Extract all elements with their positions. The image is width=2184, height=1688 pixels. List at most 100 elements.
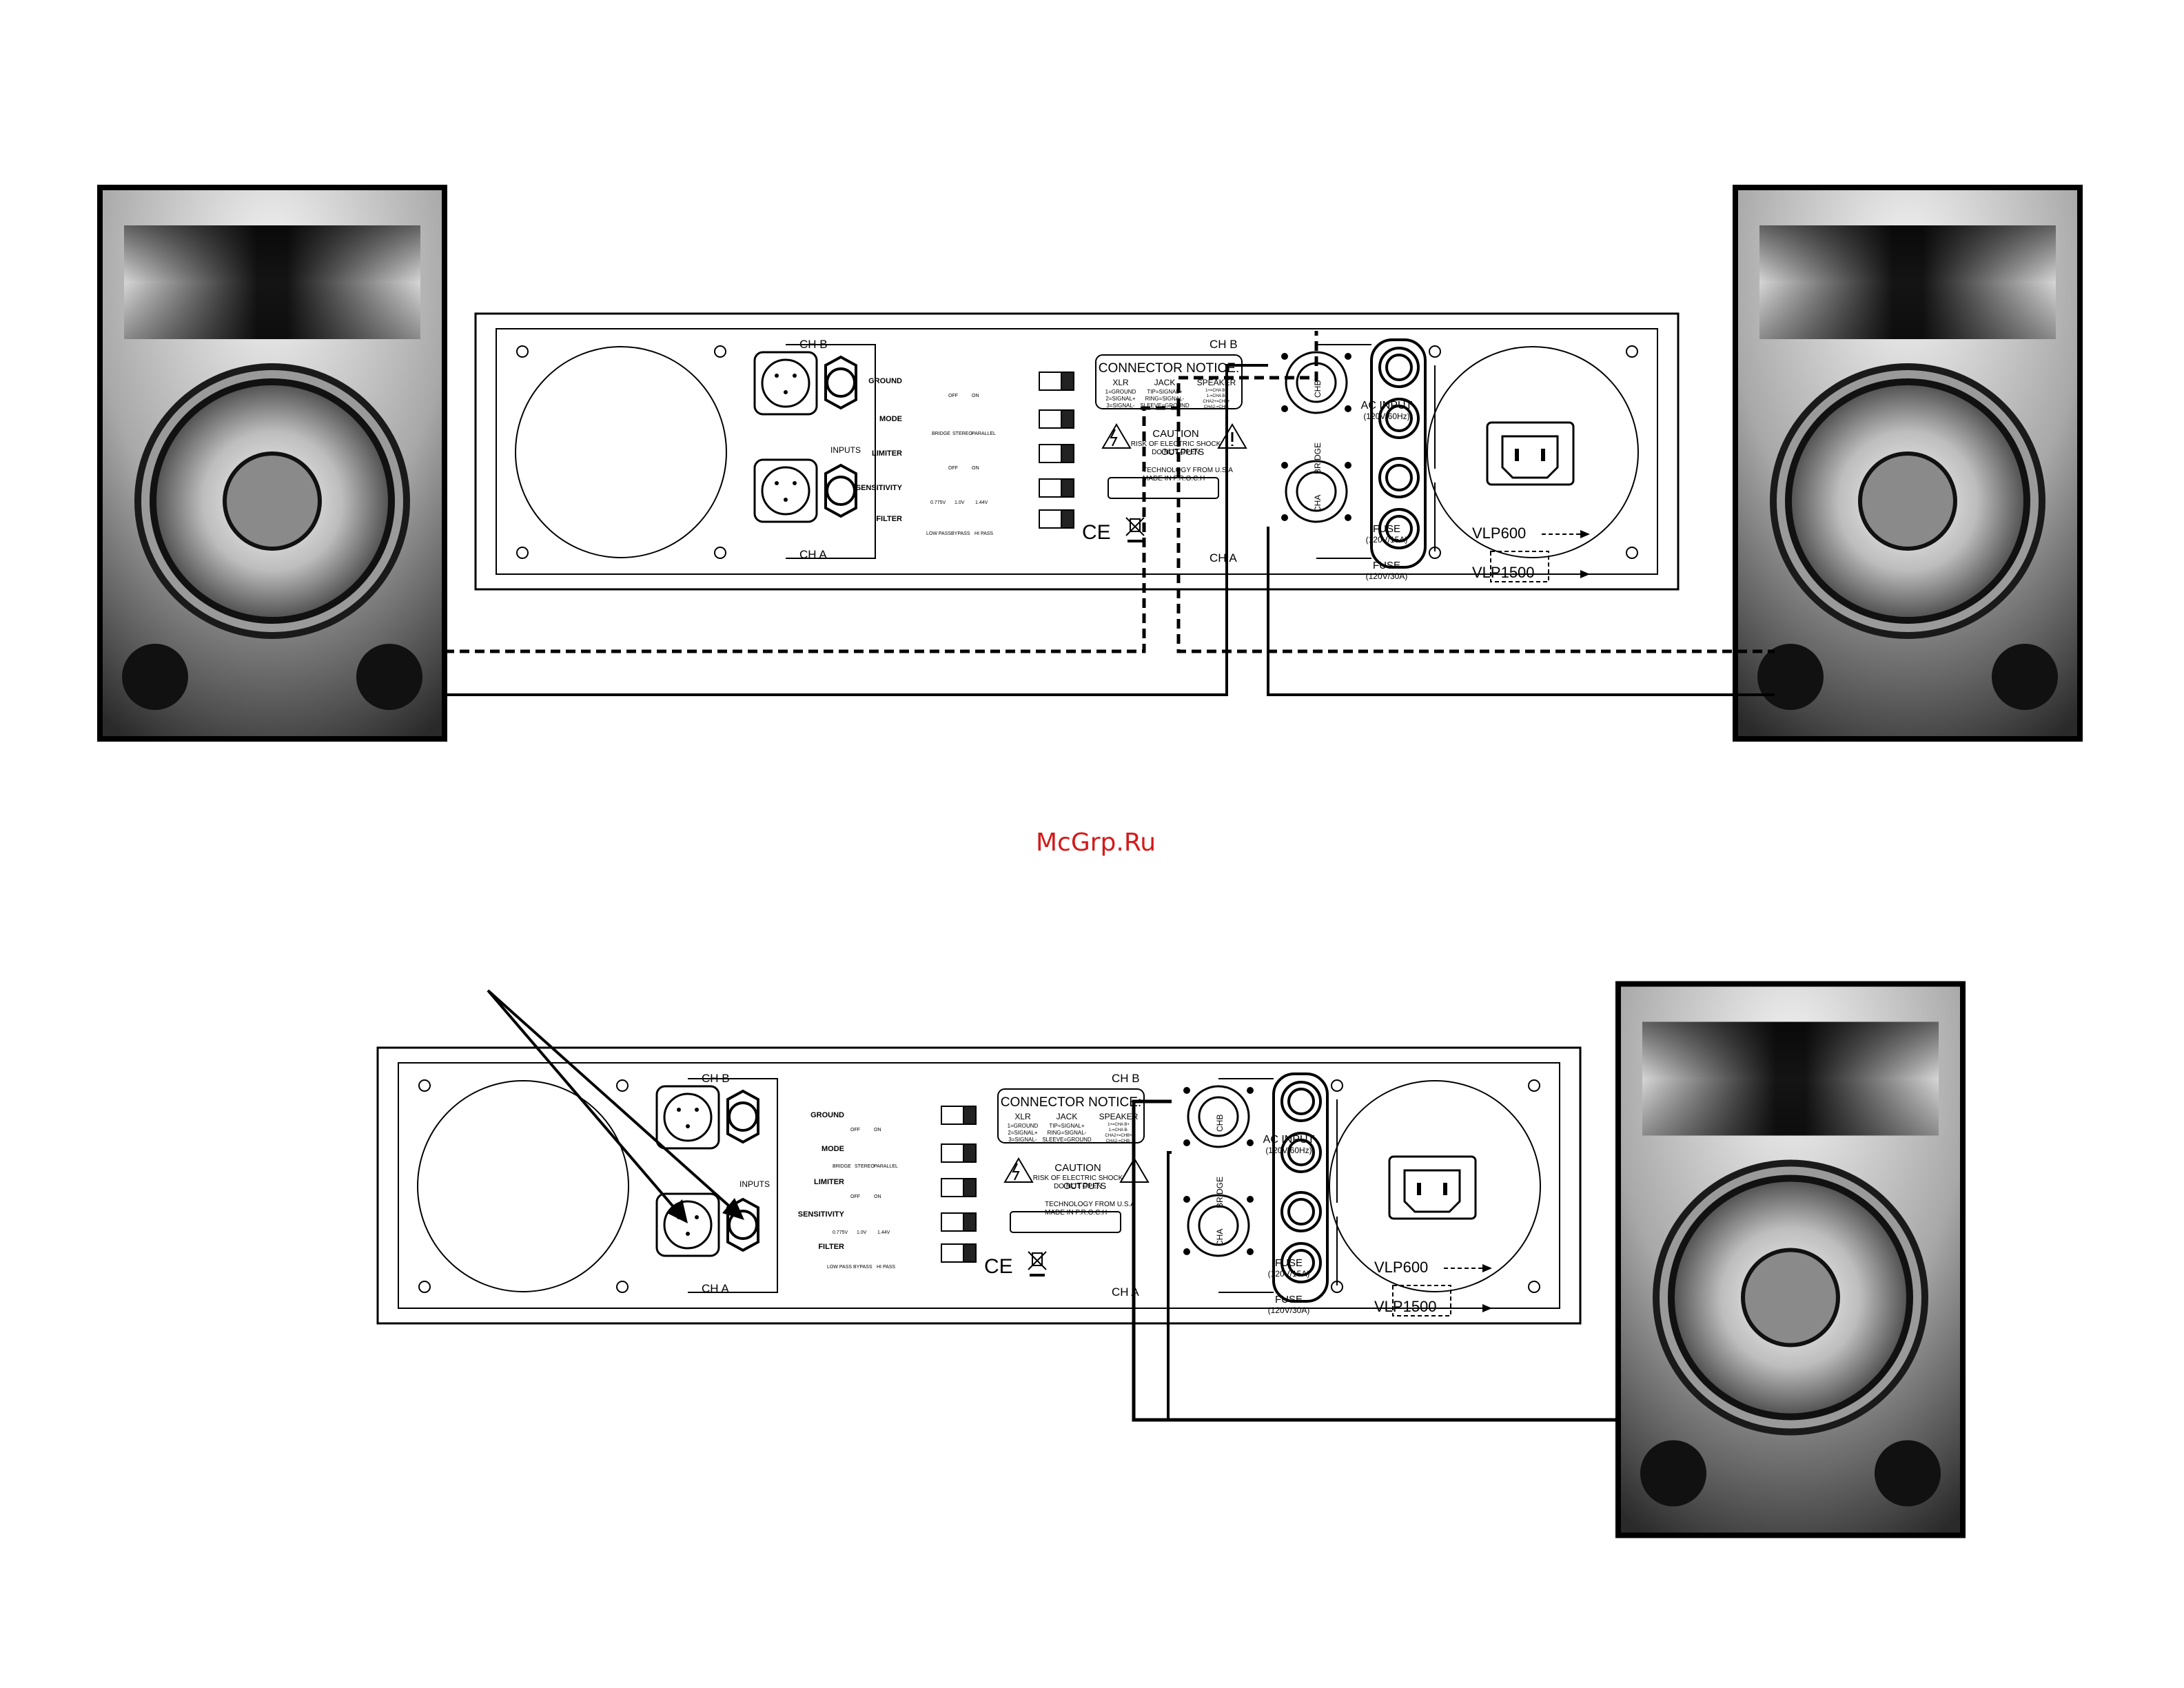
fuse-30a-label-2: FUSE: [1275, 1294, 1303, 1305]
ac-input-rating-2: (120V/60Hz): [1265, 1146, 1312, 1155]
caution-title-2: CAUTION: [1054, 1162, 1101, 1174]
switch-filter-label: FILTER: [876, 515, 902, 523]
switch-mode-opt-parallel: PARALLEL: [972, 431, 996, 436]
notice-col-jack: JACK: [1154, 378, 1176, 387]
notice-jack-3: SLEEVE=GROUND: [1140, 403, 1190, 409]
fuse-15a-label-2: FUSE: [1275, 1257, 1303, 1269]
ch-b-input-label-2: CH B: [702, 1072, 730, 1085]
notice-spk-3: CHA2+=CHB+: [1203, 400, 1230, 404]
dashed-cable-right-speaker: [1176, 407, 1775, 653]
bridge-cable-minus: [1167, 1151, 1172, 1420]
fuse-30a-rating-2: (120V/30A): [1268, 1305, 1310, 1315]
binding-chb-label: CHB: [1313, 380, 1323, 398]
switch-limiter-label-2: LIMITER: [814, 1178, 844, 1186]
switch-filter-opt-3-2: HI PASS: [877, 1265, 895, 1270]
caution-line2: DO NOT OPEN: [1152, 449, 1200, 456]
outputs-label: OUTPUTS: [1161, 447, 1204, 457]
switch-mode-opt-bridge-2: BRIDGE: [833, 1164, 851, 1169]
switch-limiter-label: LIMITER: [872, 449, 902, 458]
notice-spk-4-2: CHA2-=CHB-: [1106, 1139, 1131, 1143]
caution-line2-2: DO NOT OPEN: [1054, 1183, 1102, 1190]
switch-filter-opt-3: HI PASS: [974, 531, 993, 536]
ce-mark: CE: [1082, 521, 1111, 544]
notice-xlr-3-2: 3=SIGNAL-: [1008, 1137, 1037, 1143]
fuse-30a-label: FUSE: [1373, 560, 1400, 571]
switch-ground-opt-on: ON: [972, 394, 979, 398]
binding-bridge-label-2: BRIDGE: [1215, 1177, 1225, 1208]
notice-jack-1-2: TIP=SIGNAL+: [1049, 1123, 1084, 1129]
ac-input-title-2: AC INPUT: [1263, 1134, 1315, 1146]
ch-a-input-label-2: CH A: [702, 1282, 729, 1295]
switch-mode-label: MODE: [879, 415, 902, 423]
switch-filter-label-2: FILTER: [818, 1243, 844, 1251]
ch-b-output-label-2: CH B: [1112, 1072, 1140, 1085]
solid-cable-left-speaker: [445, 364, 1268, 696]
bridge-cable-plus: [1132, 1099, 1620, 1422]
switch-sens-opt-3: 1.44V: [975, 500, 988, 505]
switch-mode-label-2: MODE: [821, 1145, 844, 1153]
notice-spk-4: CHA2-=CHB-: [1204, 405, 1229, 409]
notice-xlr-3: 3=SIGNAL-: [1106, 403, 1134, 409]
switch-filter-opt-1-2: LOW PASS: [827, 1265, 852, 1270]
wiring-bottom: [1132, 1099, 1620, 1422]
switch-filter-opt-1: LOW PASS: [926, 531, 951, 536]
switch-mode-opt-stereo: STEREO: [952, 431, 972, 436]
connector-notice-title: CONNECTOR NOTICE:: [1099, 361, 1239, 376]
fuse-15a-label: FUSE: [1373, 523, 1400, 535]
caution-line1-2: RISK OF ELECTRIC SHOCK: [1033, 1175, 1123, 1182]
switch-limiter-opt-off: OFF: [948, 466, 958, 471]
switch-ground-label: GROUND: [868, 377, 902, 385]
amplifier-rear-panel-bottom: [376, 1046, 1582, 1325]
switch-sens-opt-3-2: 1.44V: [877, 1230, 890, 1235]
speaker-left: [100, 187, 445, 739]
binding-cha-label: CHA: [1313, 495, 1323, 512]
technology-line: TECHNOLOGY FROM U.S.A: [1143, 467, 1233, 474]
notice-col-jack-2: JACK: [1057, 1112, 1078, 1121]
wiring-top: [445, 331, 1775, 696]
notice-xlr-2: 2=SIGNAL+: [1105, 396, 1135, 402]
notice-jack-2-2: RING=SIGNAL-: [1048, 1130, 1087, 1136]
switch-ground-label-2: GROUND: [810, 1111, 844, 1119]
notice-col-xlr-2: XLR: [1014, 1112, 1031, 1121]
input-pointer-arrows: [487, 989, 735, 1214]
switch-mode-opt-parallel-2: PARALLEL: [874, 1164, 898, 1169]
caution-line1: RISK OF ELECTRIC SHOCK: [1131, 440, 1221, 448]
vlp1500-label-2: VLP1500: [1374, 1298, 1437, 1315]
arrow-to-xlr-input: [487, 989, 680, 1214]
notice-spk-2: 1-=CHA B-: [1207, 394, 1227, 398]
inputs-label: INPUTS: [830, 445, 861, 455]
switch-limiter-opt-off-2: OFF: [850, 1194, 860, 1199]
switch-filter-opt-2: BYPASS: [951, 531, 970, 536]
ac-input-title: AC INPUT: [1361, 400, 1413, 411]
switch-sens-opt-1-2: 0.775V: [833, 1230, 848, 1235]
fuse-30a-rating: (120V/30A): [1366, 571, 1408, 581]
switch-limiter-opt-on-2: ON: [874, 1194, 881, 1199]
amp-labels-top: CH B CH A INPUTS GROUND MODE LIMITER SEN…: [799, 338, 1535, 581]
switch-mode-opt-stereo-2: STEREO: [855, 1164, 875, 1169]
outputs-label-2: OUTPUTS: [1063, 1181, 1106, 1191]
arrowhead-xlr-icon: [667, 1199, 688, 1223]
arrow-to-jack-input: [487, 989, 735, 1212]
switch-sensitivity-label-2: SENSITIVITY: [798, 1210, 845, 1219]
switch-sens-opt-2: 1.0V: [955, 500, 965, 505]
solid-cable-right-speaker: [1267, 527, 1775, 696]
notice-col-xlr: XLR: [1112, 378, 1129, 387]
technology-line-2: TECHNOLOGY FROM U.S.A: [1045, 1201, 1135, 1208]
switch-sensitivity-label: SENSITIVITY: [856, 484, 903, 492]
inputs-label-2: INPUTS: [739, 1179, 770, 1189]
switch-sens-opt-1: 0.775V: [930, 500, 946, 505]
caution-title: CAUTION: [1152, 428, 1199, 440]
switch-ground-opt-off-2: OFF: [850, 1128, 860, 1132]
vlp600-label-2: VLP600: [1374, 1259, 1428, 1276]
switch-filter-opt-2-2: BYPASS: [853, 1265, 872, 1270]
speaker-bottom: [1618, 984, 1963, 1536]
ce-mark-2: CE: [984, 1255, 1013, 1278]
switch-limiter-opt-on: ON: [972, 466, 979, 471]
notice-xlr-2-2: 2=SIGNAL+: [1008, 1130, 1037, 1136]
switch-sens-opt-2-2: 1.0V: [857, 1230, 867, 1235]
ch-b-output-label: CH B: [1210, 338, 1238, 351]
vlp600-label: VLP600: [1472, 525, 1526, 542]
dashed-cable-ch-b-left: [1141, 331, 1318, 410]
speaker-right: [1735, 187, 2080, 739]
